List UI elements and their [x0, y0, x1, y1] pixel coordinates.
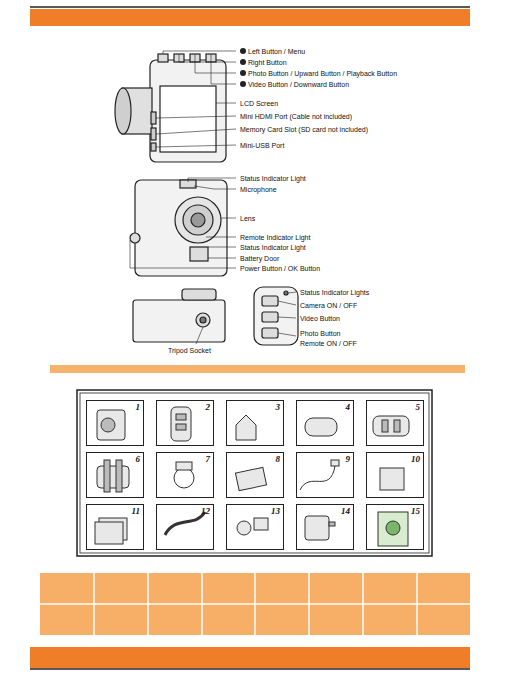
part-label: Remote Indicator Light — [240, 233, 310, 242]
accessory-cell: 3 — [226, 400, 284, 446]
part-label: Camera ON / OFF — [300, 301, 357, 310]
button-label: Right Button — [248, 58, 287, 67]
accessory-cell: 4 — [296, 400, 354, 446]
part-label: Mini-USB Port — [240, 141, 284, 150]
button-label: Left Button / Menu — [248, 47, 305, 56]
accessory-cell: 2 — [156, 400, 214, 446]
callout-number: 15 — [411, 506, 420, 516]
part-label: Battery Door — [240, 254, 279, 263]
callout-number: 6 — [136, 454, 141, 464]
accessory-cell: 11 — [86, 504, 144, 550]
accessory-cell: 10 — [366, 452, 424, 498]
callout-number: 10 — [411, 454, 420, 464]
accessory-cell: 6 — [86, 452, 144, 498]
part-label: Video Button — [300, 314, 340, 323]
callout-number: 11 — [131, 506, 140, 516]
part-label: Status Indicator Light — [240, 243, 306, 252]
part-label: Tripod Socket — [168, 346, 211, 355]
accessory-cell: 1 — [86, 400, 144, 446]
part-label: Status Indicator Light — [240, 174, 306, 183]
accessory-cell: 9 — [296, 452, 354, 498]
callout-number: 5 — [416, 402, 421, 412]
callout-number: 7 — [206, 454, 211, 464]
callout-number: 3 — [276, 402, 281, 412]
callout-number: 2 — [206, 402, 211, 412]
callout-number: 1 — [136, 402, 141, 412]
part-label: Status Indicator Lights — [300, 288, 369, 297]
callout-number: 4 — [346, 402, 351, 412]
part-label: Memory Card Slot (SD card not included) — [240, 125, 368, 134]
accessory-cell: 5 — [366, 400, 424, 446]
part-label: Power Button / OK Button — [240, 264, 320, 273]
callout-number: 13 — [271, 506, 280, 516]
part-label: Mini HDMI Port (Cable not included) — [240, 112, 352, 121]
callout-number: 12 — [201, 506, 210, 516]
accessory-cell: 15 — [366, 504, 424, 550]
accessory-cell: 7 — [156, 452, 214, 498]
accessory-cell: 8 — [226, 452, 284, 498]
part-label: Microphone — [240, 185, 277, 194]
accessory-cell: 14 — [296, 504, 354, 550]
callout-number: 8 — [276, 454, 281, 464]
part-label: LCD Screen — [240, 99, 278, 108]
accessory-cell: 13 — [226, 504, 284, 550]
accessory-cell: 12 — [156, 504, 214, 550]
button-label: Photo Button / Upward Button / Playback … — [248, 69, 397, 78]
part-label: Remote ON / OFF — [300, 339, 357, 348]
part-label: Photo Button — [300, 329, 340, 338]
callout-number: 14 — [341, 506, 350, 516]
part-label: Lens — [240, 214, 255, 223]
callout-number: 9 — [346, 454, 351, 464]
button-label: Video Button / Downward Button — [248, 80, 349, 89]
